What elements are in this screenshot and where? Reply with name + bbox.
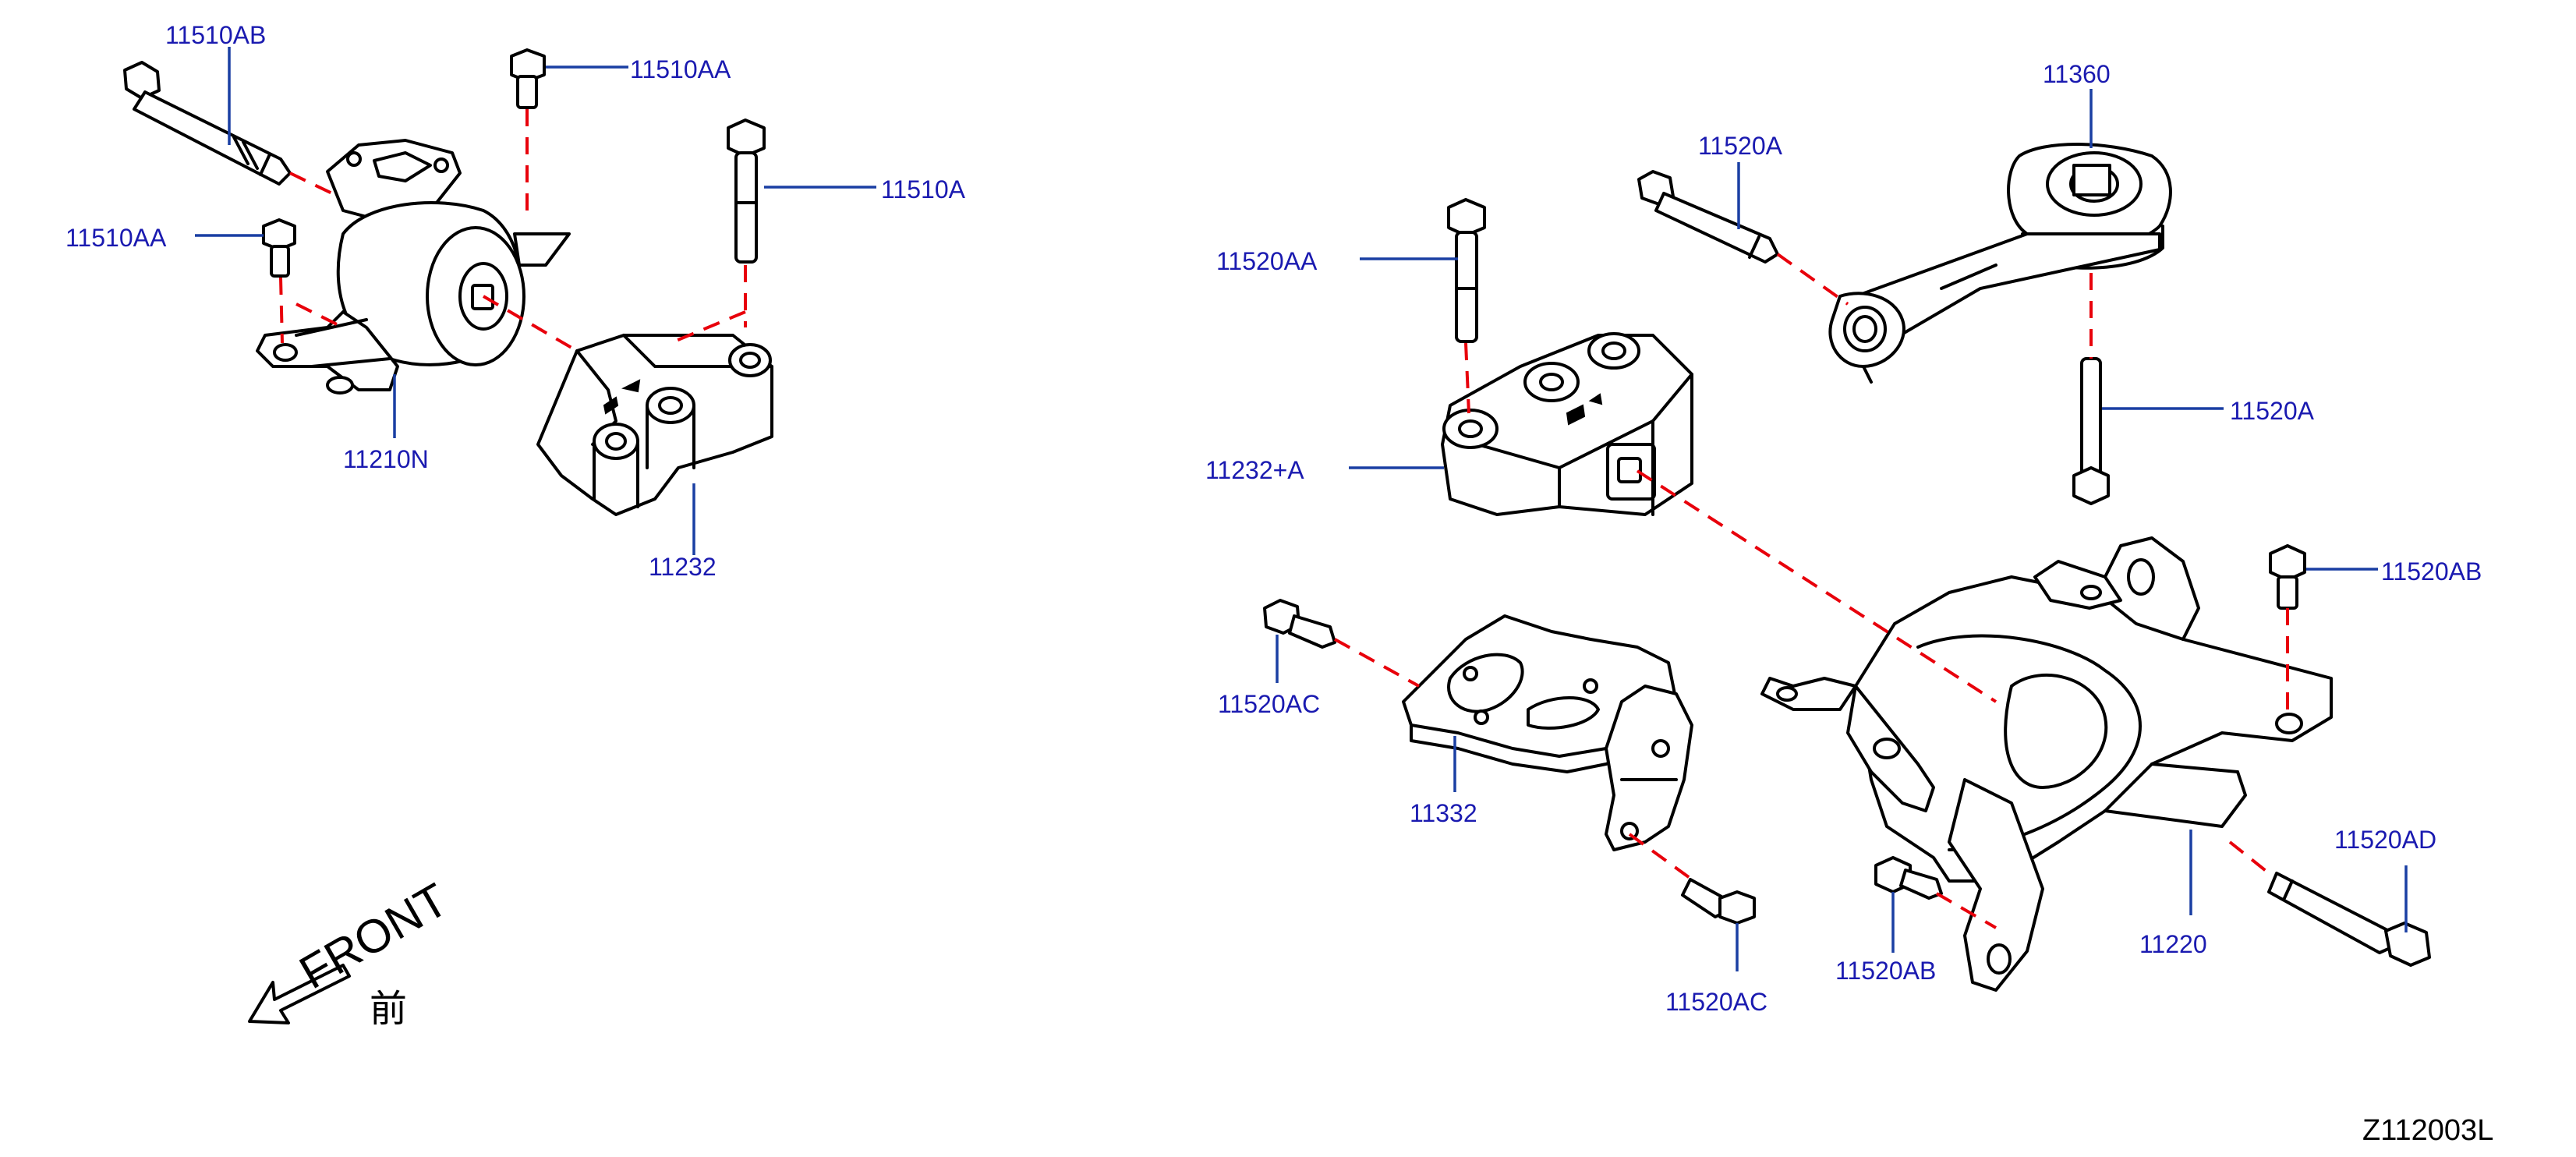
bolt-11520AD: [2267, 872, 2431, 967]
bolt-11520A-right: [2072, 357, 2110, 505]
callout-11520AB-right: 11520AB: [2381, 557, 2482, 586]
bolt-11520AA: [1447, 198, 1486, 343]
callout-11232: 11232: [649, 553, 717, 581]
front-indicator: FRONT 前: [248, 873, 456, 1031]
mount-block-11232A: [1441, 332, 1693, 516]
dash-lines-left: [279, 109, 747, 352]
mount-bracket-11232: [536, 334, 773, 516]
callout-11520AB-bottom: 11520AB: [1835, 957, 1936, 985]
callout-11520AA: 11520AA: [1216, 247, 1318, 275]
bracket-11220: [1760, 536, 2333, 992]
front-label: FRONT: [291, 873, 456, 999]
callout-11232A: 11232+A: [1205, 456, 1304, 484]
callout-11510AB: 11510AB: [165, 21, 266, 49]
bolt-11520AC-left: [1263, 599, 1336, 649]
callout-11520A-right: 11520A: [2230, 397, 2315, 425]
bracket-11332: [1402, 614, 1693, 851]
callout-11520AC-bottom: 11520AC: [1665, 988, 1767, 1016]
bolt-11510AB: [123, 61, 292, 186]
bolt-11510A: [727, 119, 766, 264]
callout-11510AA-left: 11510AA: [65, 224, 167, 252]
front-kanji: 前: [370, 987, 407, 1031]
bolt-11520A-top: [1637, 170, 1779, 264]
callout-11520AD: 11520AD: [2334, 826, 2436, 854]
leader-lines: [195, 47, 2408, 971]
torque-rod-11360: [1828, 143, 2172, 384]
callout-11520AC-left: 11520AC: [1218, 690, 1320, 718]
bolt-11510AA-top: [510, 48, 546, 109]
callout-11520A-top: 11520A: [1698, 132, 1783, 160]
bolt-11520AB-right: [2269, 544, 2306, 610]
callout-11220: 11220: [2139, 930, 2207, 958]
callout-11510A: 11510A: [881, 175, 966, 203]
callout-11332: 11332: [1410, 799, 1477, 827]
dash-lines-right: [1334, 253, 2289, 929]
callout-labels: 11510AB 11510AA 11510A 11510AA 11210N 11…: [65, 21, 2482, 1016]
callout-11360: 11360: [2043, 60, 2111, 88]
bolt-11520AB-bottom: [1874, 856, 1943, 900]
bolt-11510AA-left: [262, 218, 296, 278]
bolt-11520AC-bottom: [1681, 878, 1756, 925]
callout-11510AA-top: 11510AA: [630, 55, 731, 83]
front-arrow-icon: [248, 964, 351, 1024]
callout-11210N: 11210N: [343, 445, 429, 473]
diagram-code: Z112003L: [2362, 1114, 2493, 1147]
